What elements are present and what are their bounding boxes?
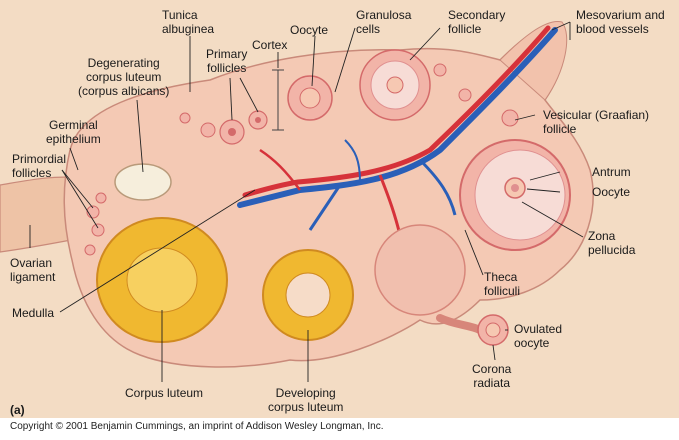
ovulated-oocyte	[485, 322, 501, 338]
label-antrum: Antrum	[592, 165, 631, 179]
vein	[237, 27, 558, 208]
primary-follicle	[200, 122, 216, 138]
primordial-follicle	[95, 192, 107, 204]
developing-l1: Developing	[275, 386, 336, 400]
germinal-l1: Germinal	[49, 118, 98, 132]
granulosa-l2: cells	[356, 22, 381, 36]
degen-l3: (corpus albicans)	[78, 84, 170, 98]
ovulated-l1: Ovulated	[514, 322, 563, 336]
label-cortex: Cortex	[252, 38, 288, 52]
corpus-albicans	[114, 163, 172, 201]
footer-bar	[0, 418, 679, 440]
leader-lines	[29, 21, 584, 382]
secondary-l2: follicle	[448, 22, 482, 36]
primary-l1: Primary	[206, 47, 248, 61]
figure-label: (a)	[10, 403, 25, 417]
tunica-albuginea-l1: Tunica	[162, 8, 198, 22]
zona-l1: Zona	[588, 229, 616, 243]
tunica-albuginea-l2: albuginea	[162, 22, 215, 36]
theca-region	[374, 224, 466, 316]
ligament-l1: Ovarian	[10, 256, 53, 270]
vesicular-l2: follicle	[543, 122, 577, 136]
primordial-l2: follicles	[12, 166, 52, 180]
ovulation-stalk	[436, 314, 484, 334]
label-vesicular-follicle: Vesicular (Graafian)follicle	[543, 108, 649, 136]
granulosa-l1: Granulosa	[356, 8, 412, 22]
secondary-l1: Secondary	[448, 8, 506, 22]
zona-l2: pellucida	[588, 243, 636, 257]
primary-l2: follicles	[206, 61, 247, 75]
primordial-follicle	[84, 244, 96, 256]
developing-l2: corpus luteum	[268, 400, 344, 414]
label-oocyte-right: Oocyte	[592, 185, 631, 199]
theca-l1: Theca	[484, 270, 518, 284]
label-oocyte-top: Oocyte	[290, 23, 329, 37]
mesovarium-shape	[499, 21, 568, 101]
degen-l2: corpus luteum	[86, 70, 162, 84]
vesicular-l1: Vesicular (Graafian)	[543, 108, 650, 122]
ovulated-l2: oocyte	[514, 336, 550, 350]
mesovarium-l2: blood vessels	[576, 22, 649, 36]
label-medulla: Medulla	[12, 306, 55, 320]
copyright-text: Copyright © 2001 Benjamin Cummings, an i…	[10, 421, 384, 432]
corona-l2: radiata	[473, 376, 511, 390]
artery	[242, 25, 551, 198]
primordial-l1: Primordial	[12, 152, 67, 166]
germinal-l2: epithelium	[46, 132, 101, 146]
degen-l1: Degenerating	[87, 56, 160, 70]
ligament-l2: ligament	[10, 270, 56, 284]
label-corpus-luteum: Corpus luteum	[125, 386, 204, 400]
mesovarium-l1: Mesovarium and	[576, 8, 665, 22]
primordial-follicle	[91, 223, 105, 237]
corona-l1: Corona	[472, 362, 512, 376]
theca-l2: folliculi	[484, 284, 521, 298]
